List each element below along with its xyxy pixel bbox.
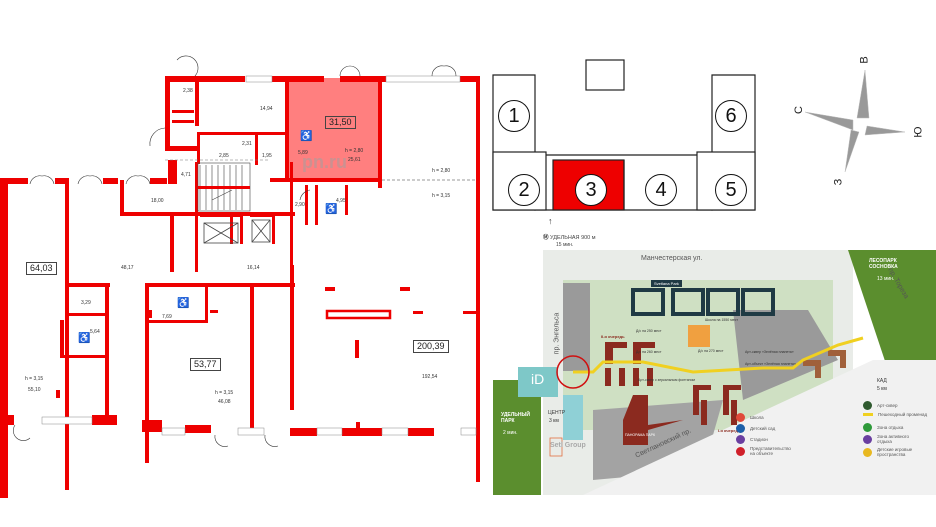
art-square-green-label: Арт-сквер «Зелёная планета» [745,350,794,354]
legend-office: Представительство на объекте [736,446,816,456]
section-2[interactable]: 2 [508,174,540,206]
unit-area-53[interactable]: 53,77 [190,358,221,371]
stadium-icon [736,435,745,444]
metro-label: Ⓜ УДЕЛЬНАЯ 900 м [543,235,596,241]
room-area: 7,69 [162,314,172,320]
street-manchesterskaya: Манчестерская ул. [641,255,703,262]
compass-east-label: В [858,56,871,64]
section-3-selected[interactable]: 3 [575,174,607,206]
park-sosnovka-label: ЛЕСОПАРК СОСНОВКА [869,258,898,270]
height-label: h = 3,15 [432,193,451,199]
floor-plan-walls [0,55,480,498]
legend-rest-zone: Зона отдыха [863,423,903,432]
arrow-up-icon: ↑ [548,216,553,226]
promenade-line-icon [863,413,873,416]
school-icon [736,413,745,422]
room-area: 192,54 [422,374,438,380]
section-6[interactable]: 6 [715,100,747,132]
active-zone-icon [863,434,872,444]
compass-south-label: Ю [912,126,925,138]
watermark: pn.ru [302,152,347,172]
room-area: 3,29 [81,300,91,306]
unit-area-64[interactable]: 64,03 [26,262,57,275]
park-udelny-label: УДЕЛЬНЫЙ ПАРК [501,412,530,424]
park-udelny-time: 2 мин. [503,430,518,436]
section-1[interactable]: 1 [498,100,530,132]
legend-art-square: Арт-сквер [863,401,898,410]
room-area: 2,38 [183,88,193,94]
center-distance: 3 км [549,418,559,424]
compass: В С Ю З [792,40,936,200]
room-area: 2,31 [242,141,252,147]
room-area: 55,10 [28,387,41,393]
room-area: 5,89 [298,150,308,156]
setl-group-logo: Setl Group [550,442,586,449]
floor-plan: 2,38 14,94 2,31 2,85 1,95 4,71 18,00 48,… [0,55,480,498]
room-area: 18,00 [151,198,164,204]
legend-promenade: Пешеходный променад [863,412,927,417]
wheelchair-icon: ♿ [177,298,190,309]
kad-distance: 5 км [877,386,887,392]
compass-west-label: З [832,178,845,186]
site-map: Манчестерская ул. пр. Энгельса пр. Торез… [493,250,936,495]
legend-school: Школа [736,413,764,422]
room-area: 14,94 [260,106,273,112]
section-plan: 1 2 3 4 5 6 [490,50,790,215]
section-4[interactable]: 4 [645,174,677,206]
wheelchair-icon: ♿ [78,333,91,344]
room-area: 25,61 [348,157,361,163]
location-highlight-circle [556,355,590,389]
legend-playground: Детские игровые пространства [863,447,933,457]
rest-zone-icon [863,423,872,432]
id-brand-logo: iD [531,371,545,387]
center-label: ЦЕНТР [548,410,566,416]
playground-icon [863,447,872,457]
queue-2-label: II-я очередь [601,334,625,339]
panorama-park-label: ПАНОРАМА ПАРК [625,433,655,437]
height-label: h = 2,80 [345,148,364,154]
street-engelsa: пр. Энгельса [553,312,561,355]
height-label: h = 3,15 [215,390,234,396]
room-area: 2,90 [295,202,305,208]
legend-stadium: Стадион [736,435,768,444]
room-area: 4,71 [181,172,191,178]
wheelchair-icon: ♿ [325,204,338,215]
school-label: Школа на 1550 мест [705,318,738,322]
svetlana-park-label: Svetlana Park [651,280,682,287]
room-area: 1,95 [262,153,272,159]
compass-rose-icon [804,69,906,173]
room-area: 46,08 [218,399,231,405]
unit-area-200[interactable]: 200,39 [413,340,449,353]
height-label: h = 3,15 [25,376,44,382]
art-square-icon [863,401,872,410]
room-area: 5,64 [90,329,100,335]
art-object-green-label: Арт-объект «Зелёная планета» [745,362,796,366]
kindergarten-250-label: Д/с на 250 мест [636,329,662,333]
kad-label: КАД [877,378,887,384]
compass-north-label: С [792,106,805,114]
metro-time: 15 мин. [556,242,574,248]
kindergarten-270-label: Д/с на 270 мест [698,349,724,353]
office-icon [736,446,745,456]
kindergarten-260-label: Д/с на 260 мест [636,350,662,354]
wheelchair-icon: ♿ [300,131,313,142]
queue-1-label: I-я очередь [718,428,741,433]
kindergarten-icon [736,424,745,433]
section-5[interactable]: 5 [715,174,747,206]
metro-icon: Ⓜ [543,235,549,241]
park-sosnovka-time: 13 мин. [877,276,895,282]
room-area: 2,85 [219,153,229,159]
art-square-fountain-label: Арт-сквер с зеркальным фонтаном [638,378,695,382]
legend-kindergarten: Детский сад [736,424,775,433]
selected-unit-fill [288,78,380,180]
legend-active-zone: Зона активного отдыха [863,434,933,444]
room-area: 4,95 [336,198,346,204]
room-area: 48,17 [121,265,134,271]
selected-unit-area[interactable]: 31,50 [325,116,356,129]
height-label: h = 2,80 [432,168,451,174]
room-area: 16,14 [247,265,260,271]
